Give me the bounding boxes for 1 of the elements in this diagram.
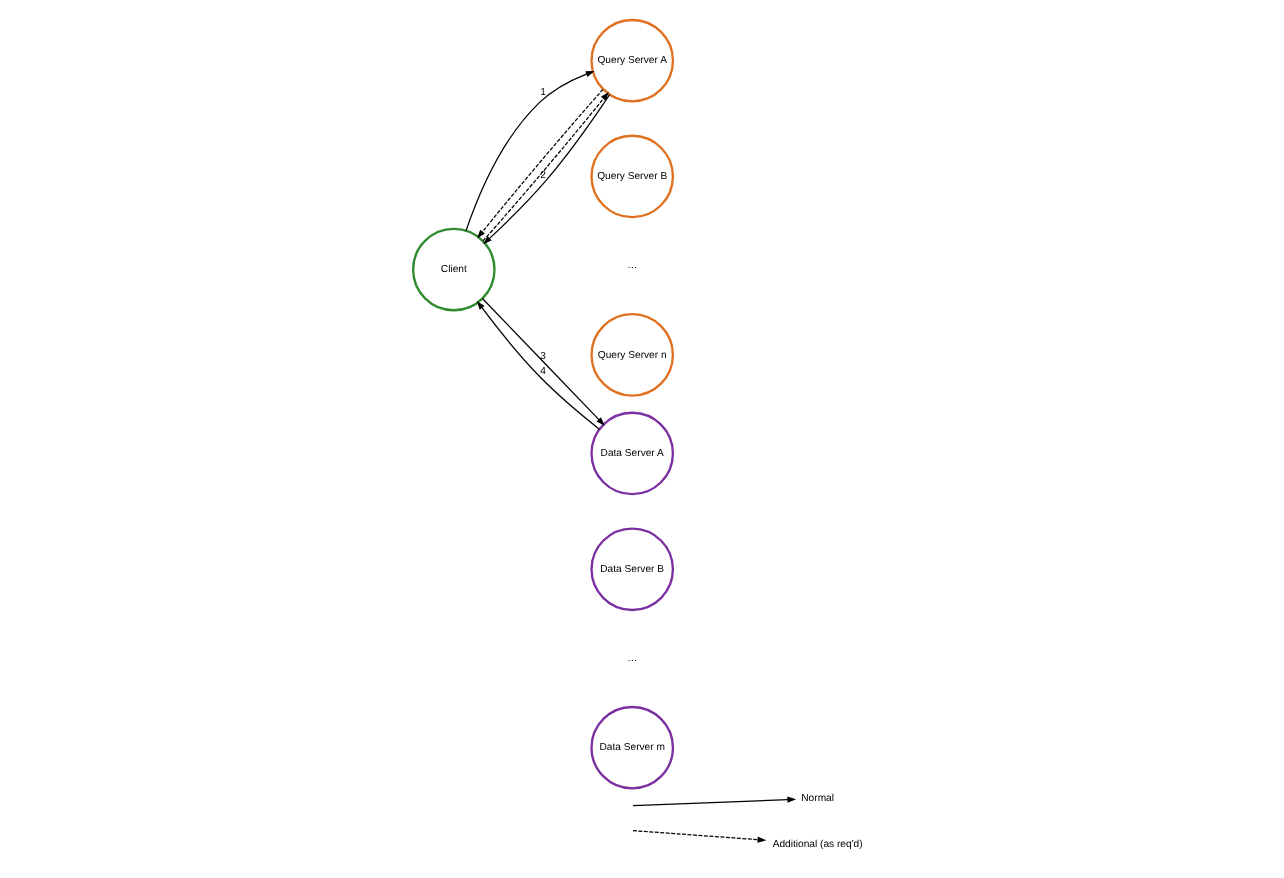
arrow <box>465 70 595 232</box>
